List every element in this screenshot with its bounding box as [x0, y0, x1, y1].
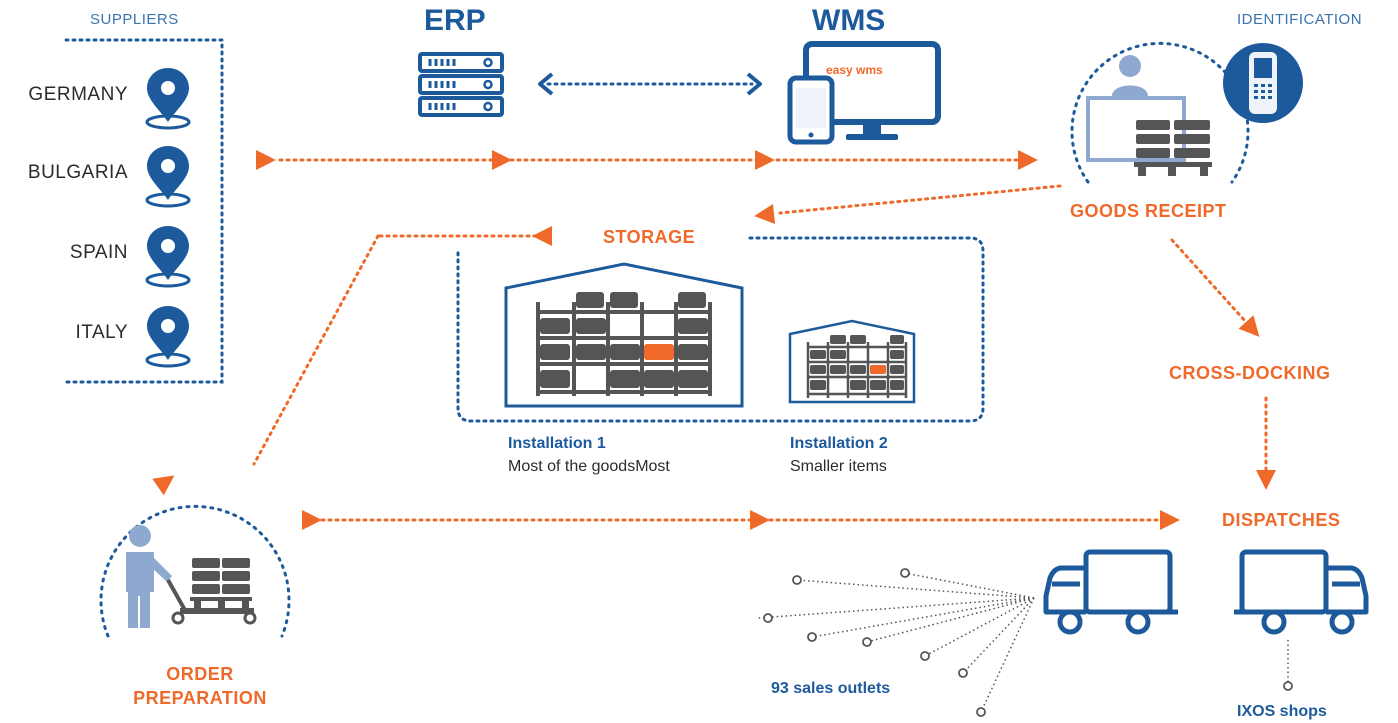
- suppliers-heading: SUPPLIERS: [90, 11, 179, 28]
- worker-icon: [126, 525, 172, 628]
- cross-docking-label: CROSS-DOCKING: [1169, 363, 1331, 383]
- pallet-jack-icon: [166, 579, 257, 625]
- ixos-shops-label: IXOS shops: [1237, 703, 1327, 720]
- installation-2-subtitle: Smaller items: [790, 458, 887, 475]
- supplier-country-italy: ITALY: [75, 322, 128, 343]
- server-icon: [418, 52, 504, 117]
- installation-2-title: Installation 2: [790, 435, 888, 452]
- wms-title: WMS: [812, 4, 886, 37]
- installation-1-subtitle: Most of the goodsMost: [508, 458, 670, 475]
- receipt-to-storage-arrow: [753, 184, 1062, 227]
- dispatches-label: DISPATCHES: [1222, 510, 1341, 530]
- smartphone-icon: [787, 75, 835, 145]
- location-pin-icon: [145, 66, 191, 130]
- order-preparation-line1: ORDER: [166, 664, 234, 684]
- worker-icon: [1112, 55, 1148, 96]
- supplier-country-germany: GERMANY: [28, 84, 128, 105]
- crossdocking-to-dispatches-arrow: [1256, 396, 1276, 490]
- order-preparation-line2: PREPARATION: [133, 688, 267, 708]
- sales-outlets-label: 93 sales outlets: [771, 680, 891, 697]
- location-pin-icon: [145, 144, 191, 208]
- storage-label: STORAGE: [603, 227, 696, 247]
- supplier-country-bulgaria: BULGARIA: [27, 162, 128, 183]
- erp-wms-link: [538, 72, 762, 96]
- wms-screen-logo: easy wms: [826, 63, 883, 77]
- warehouse-icon: [788, 319, 916, 404]
- goods-receipt-label: GOODS RECEIPT: [1070, 201, 1227, 221]
- warehouse-icon: [504, 262, 744, 408]
- truck-icon: [1043, 549, 1178, 635]
- order-to-dispatches-arrow: [302, 510, 1180, 530]
- truck-icon: [1234, 549, 1369, 635]
- handheld-scanner-icon: [1223, 43, 1303, 123]
- order-preparation-station: [99, 467, 291, 638]
- goods-receipt-station: [1070, 41, 1303, 184]
- storage-bracket: [456, 236, 985, 423]
- location-pin-icon: [145, 224, 191, 288]
- installation-1-title: Installation 1: [508, 435, 606, 452]
- receipt-to-crossdocking-arrow: [1170, 238, 1267, 344]
- location-pin-icon: [145, 304, 191, 368]
- pallet-icon: [1134, 120, 1212, 176]
- sales-outlets-network: [757, 568, 1293, 717]
- supplier-country-spain: SPAIN: [69, 242, 128, 263]
- inbound-flow-arrow: [256, 150, 1038, 170]
- identification-label: IDENTIFICATION: [1237, 11, 1363, 28]
- pallet-icon: [190, 558, 252, 608]
- storage-to-order-arrow: [252, 226, 552, 466]
- suppliers-bracket: [64, 38, 224, 384]
- erp-title: ERP: [424, 4, 486, 37]
